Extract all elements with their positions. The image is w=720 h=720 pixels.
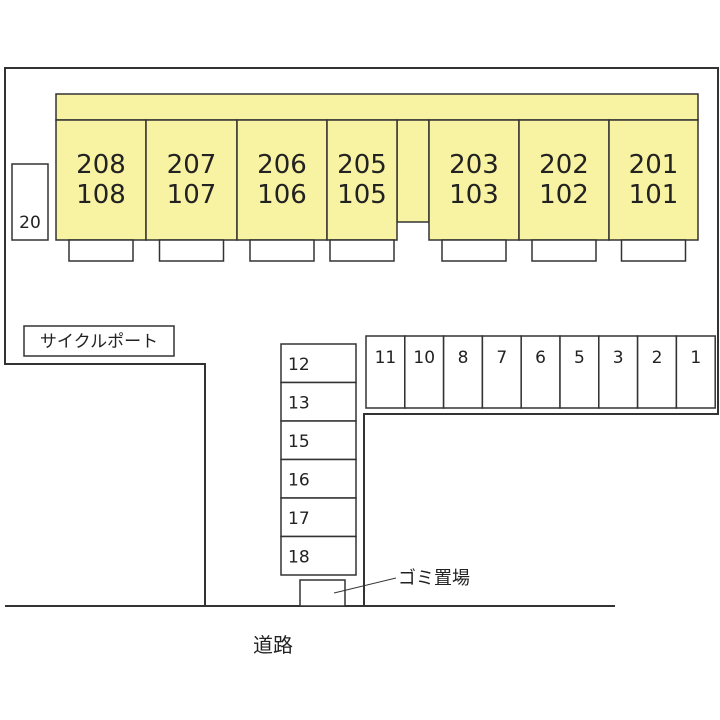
parking-number: 10 bbox=[413, 348, 435, 368]
parking-number: 7 bbox=[496, 348, 507, 368]
parking-number: 15 bbox=[288, 432, 310, 452]
balcony bbox=[158, 239, 225, 262]
parking-space-7: 7 bbox=[481, 335, 522, 409]
cycle-port-label: サイクルポート bbox=[40, 332, 158, 352]
parking-number: 8 bbox=[458, 348, 469, 368]
parking-space-20: 20 bbox=[11, 163, 49, 241]
unit-number-lower: 101 bbox=[629, 180, 679, 210]
parking-number: 11 bbox=[375, 348, 397, 368]
unit-number-upper: 202 bbox=[539, 150, 589, 180]
balcony bbox=[68, 239, 134, 262]
parking-space-8: 8 bbox=[442, 335, 484, 409]
parking-number: 6 bbox=[535, 348, 546, 368]
unit-number-upper: 207 bbox=[167, 150, 217, 180]
parking-space-10: 10 bbox=[404, 335, 445, 409]
parking-number: 5 bbox=[574, 348, 585, 368]
garbage-area: ゴミ置場 bbox=[299, 568, 470, 607]
parking-space-18: 18 bbox=[280, 535, 357, 576]
parking-space-11: 11 bbox=[365, 335, 406, 409]
unit-number-lower: 103 bbox=[449, 180, 499, 210]
parking-space-17: 17 bbox=[280, 497, 357, 538]
parking-number: 13 bbox=[288, 394, 310, 414]
garbage-label: ゴミ置場 bbox=[398, 568, 470, 589]
balcony bbox=[249, 239, 315, 262]
unit-number-upper: 203 bbox=[449, 150, 499, 180]
apartment-building: 2081082071072061062051052031032021022011… bbox=[55, 93, 699, 262]
parking-number: 2 bbox=[652, 348, 663, 368]
unit-number-upper: 205 bbox=[337, 150, 387, 180]
balcony bbox=[329, 239, 395, 262]
road-label: 道路 bbox=[253, 633, 293, 657]
building-corridor bbox=[55, 93, 699, 121]
parking-number: 1 bbox=[690, 348, 701, 368]
parking-column: 12 13 15 16 17 18 bbox=[280, 343, 357, 576]
balcony bbox=[441, 239, 507, 262]
unit-number-upper: 206 bbox=[257, 150, 307, 180]
parking-space-2: 2 bbox=[636, 335, 678, 409]
parking-space-12: 12 bbox=[280, 343, 357, 384]
garbage-leader-line bbox=[333, 577, 397, 594]
parking-space-1: 1 bbox=[675, 335, 716, 409]
parking-number: 17 bbox=[288, 509, 310, 529]
parking-space-5: 5 bbox=[559, 335, 600, 409]
parking-space-6: 6 bbox=[520, 335, 561, 409]
parking-row: 11 10 8 7 6 5 3 2 1 bbox=[365, 335, 716, 409]
balcony bbox=[531, 239, 597, 262]
parking-number: 3 bbox=[613, 348, 624, 368]
unit-number-lower: 107 bbox=[167, 180, 217, 210]
cycle-port: サイクルポート bbox=[23, 325, 175, 357]
unit-number-lower: 102 bbox=[539, 180, 589, 210]
parking-space-13: 13 bbox=[280, 381, 357, 422]
parking-number: 12 bbox=[288, 355, 310, 375]
unit-number-lower: 108 bbox=[76, 180, 126, 210]
parking-number: 18 bbox=[288, 548, 310, 568]
unit-number-upper: 201 bbox=[629, 150, 679, 180]
parking-space-3: 3 bbox=[598, 335, 639, 409]
parking-number: 16 bbox=[288, 471, 310, 491]
stairwell bbox=[396, 119, 430, 223]
unit-number-upper: 208 bbox=[76, 150, 126, 180]
property-boundary bbox=[4, 67, 719, 606]
unit-number-lower: 105 bbox=[337, 180, 387, 210]
parking-number: 20 bbox=[19, 213, 41, 233]
unit-number-lower: 106 bbox=[257, 180, 307, 210]
parking-space-15: 15 bbox=[280, 420, 357, 461]
parking-space-16: 16 bbox=[280, 458, 357, 499]
balcony bbox=[620, 239, 687, 262]
